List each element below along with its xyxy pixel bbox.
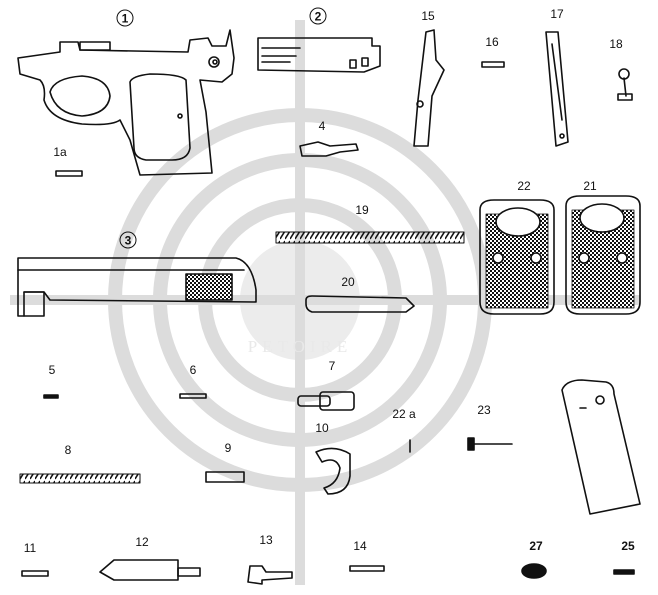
part-1a-pin — [55, 170, 83, 177]
part-13-extractor — [247, 565, 293, 585]
label-part-9: 9 — [224, 441, 232, 455]
label-part-18: 18 — [609, 37, 623, 51]
label-part-17: 17 — [550, 7, 564, 21]
label-part-16: 16 — [485, 35, 499, 49]
label-part-23: 23 — [477, 403, 491, 417]
part-8-spring — [19, 473, 141, 484]
label-part-6: 6 — [189, 363, 197, 377]
part-15-lever — [413, 29, 445, 147]
part-14-pin — [349, 565, 385, 572]
label-part-10: 10 — [315, 421, 329, 435]
part-17-spring-guide — [545, 31, 569, 147]
part-grip-panel — [561, 379, 641, 515]
label-part-22a: 22 a — [392, 407, 416, 421]
label-part-2: 2 — [309, 7, 327, 25]
label-part-19: 19 — [355, 203, 369, 217]
label-part-12: 12 — [135, 535, 149, 549]
part-22-grip — [479, 199, 555, 315]
label-part-15: 15 — [421, 9, 435, 23]
part-27-nut — [521, 563, 547, 579]
label-part-20: 20 — [341, 275, 355, 289]
part-21-grip — [565, 195, 641, 315]
part-16-pin — [481, 61, 505, 68]
part-19-spring — [275, 231, 465, 244]
label-part-13: 13 — [259, 533, 273, 547]
part-4-sear — [299, 141, 359, 157]
part-5-pin — [43, 394, 59, 399]
part-1-frame — [17, 29, 235, 176]
part-18-screw — [617, 68, 633, 101]
label-part-21: 21 — [583, 179, 597, 193]
label-part-27: 27 — [529, 539, 543, 553]
part-7-plunger — [297, 391, 355, 411]
part-23-screw — [467, 437, 513, 451]
label-part-14: 14 — [353, 539, 367, 553]
part-2-housing — [257, 37, 381, 73]
part-10-trigger — [315, 447, 351, 495]
part-25-pin — [613, 569, 635, 575]
part-20-rod — [305, 295, 415, 313]
part-6-pin — [179, 393, 207, 399]
label-part-4: 4 — [318, 119, 326, 133]
label-part-1a: 1a — [53, 145, 67, 159]
part-9-pin — [205, 471, 245, 483]
part-3-slide — [17, 257, 257, 317]
watermark-text: PETOIRE — [247, 337, 353, 356]
label-part-7: 7 — [328, 359, 336, 373]
label-part-25: 25 — [621, 539, 635, 553]
label-part-22: 22 — [517, 179, 531, 193]
label-part-3: 3 — [119, 231, 137, 249]
part-12-firing-pin — [99, 559, 201, 581]
label-part-5: 5 — [48, 363, 56, 377]
label-part-1: 1 — [116, 9, 134, 27]
part-11-pin — [21, 570, 49, 577]
label-part-8: 8 — [64, 443, 72, 457]
label-part-11: 11 — [23, 541, 37, 555]
